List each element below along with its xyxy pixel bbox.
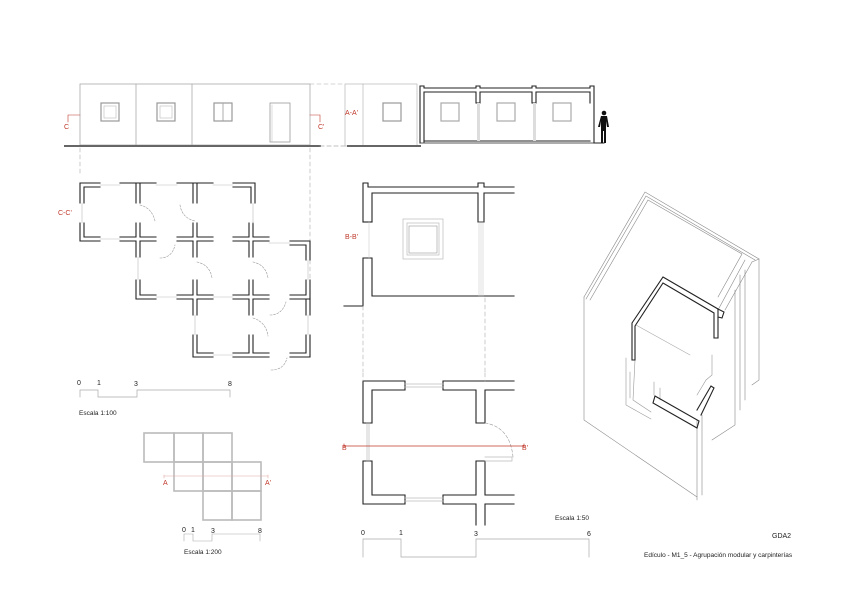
elevation-cc <box>64 83 346 311</box>
scale-1-50-tick-1: 1 <box>399 530 403 537</box>
scale-1-50-tick-6: 6 <box>587 531 591 538</box>
section-bb-label: B-B' <box>345 234 359 241</box>
scale-1-100-tick-0: 0 <box>77 380 81 387</box>
scale-1-100-tick-8: 8 <box>228 381 232 388</box>
elevation-cut-label-left: C <box>64 124 70 131</box>
plan-1-200 <box>143 432 269 542</box>
scale-1-100-label: Escala 1:100 <box>79 410 117 417</box>
plan-50-cut-label-right: B' <box>522 445 529 452</box>
section-aa <box>344 83 605 147</box>
sheet-code: GDA2 <box>772 533 792 540</box>
section-aa-label: A-A' <box>345 110 359 117</box>
elevation-cut-label-right: C' <box>318 124 325 131</box>
scale-1-50-label: Escala 1:50 <box>555 515 589 522</box>
sheet-caption: Edículo - M1_5 - Agrupación modular y ca… <box>644 552 793 559</box>
plan-section-cc-label: C-C' <box>58 210 72 217</box>
axonometric-view <box>583 191 760 501</box>
scale-1-200-label: Escala 1:200 <box>184 549 222 556</box>
scale-1-50-tick-3: 3 <box>474 531 478 538</box>
scale-1-200-tick-1: 1 <box>191 527 195 534</box>
scale-1-100-tick-3: 3 <box>134 381 138 388</box>
plan-200-cut-label-right: A' <box>265 480 272 487</box>
human-scale-figure-icon <box>598 110 609 143</box>
scale-1-50-tick-0: 0 <box>361 530 365 537</box>
section-bb <box>343 182 515 373</box>
scale-1-200-tick-3: 3 <box>211 528 215 535</box>
scale-1-200-tick-8: 8 <box>258 528 262 535</box>
plan-50-cut-label-left: B <box>342 445 347 452</box>
scale-1-200-tick-0: 0 <box>182 527 186 534</box>
plan-200-cut-label-left: A <box>163 480 168 487</box>
scale-1-100-tick-1: 1 <box>97 380 101 387</box>
plan-1-100 <box>79 182 311 371</box>
scale-bar-1-50 <box>362 538 590 558</box>
plan-1-50 <box>343 372 525 526</box>
axonometric-walls <box>631 276 725 429</box>
scale-bar-1-100 <box>79 389 231 398</box>
